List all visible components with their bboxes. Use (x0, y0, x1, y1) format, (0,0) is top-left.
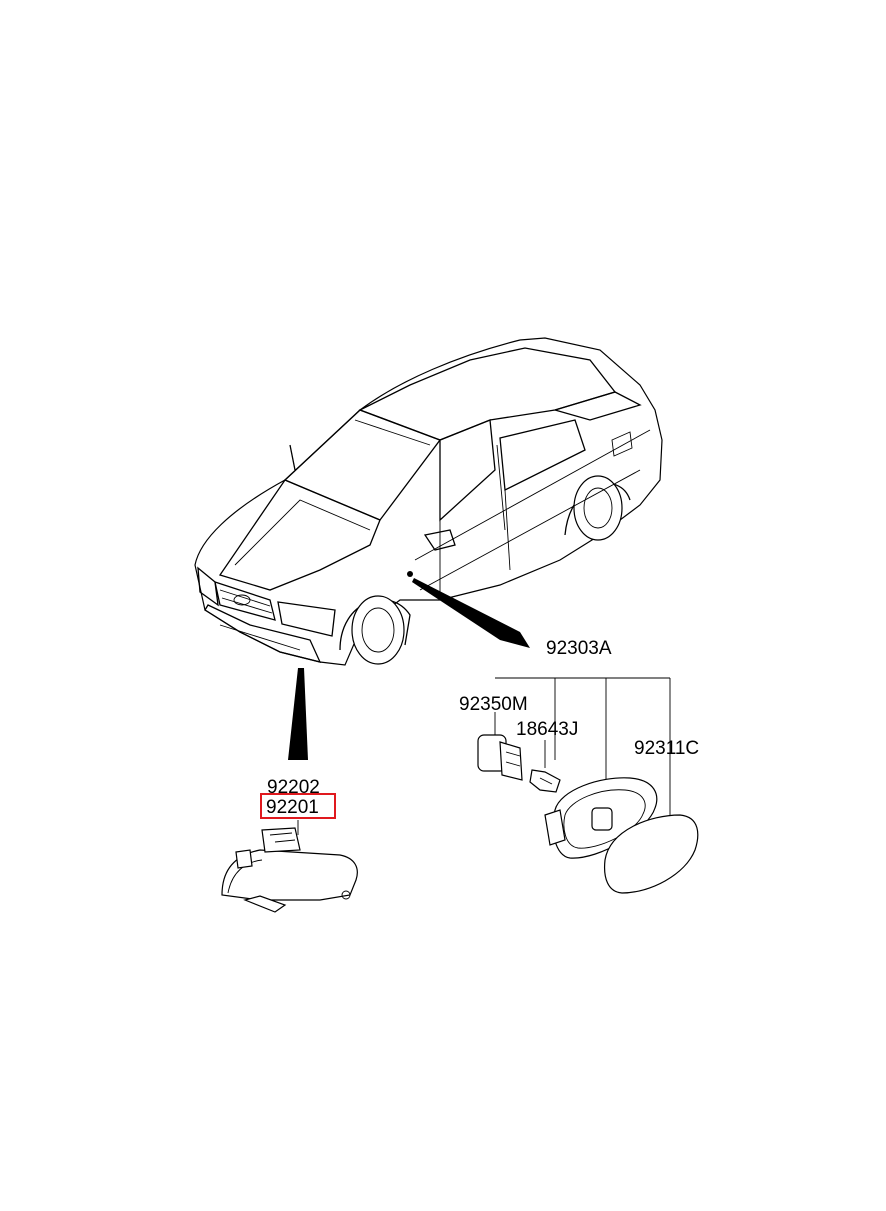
socket-part (477, 734, 523, 781)
fog-lamp-part (221, 827, 358, 913)
fog-lamp-pointer (288, 668, 308, 760)
pointer-arrows (288, 578, 530, 760)
side-marker-housing (544, 777, 658, 859)
bulb-part (529, 769, 561, 793)
callout-92311C: 92311C (634, 738, 699, 759)
callout-92350M: 92350M (459, 694, 528, 715)
callout-92303A: 92303A (546, 638, 612, 659)
car-illustration (194, 337, 663, 666)
callout-92201: 92201 (266, 797, 319, 818)
callout-92202: 92202 (267, 777, 320, 798)
lens-part (603, 814, 699, 894)
highlight-box (260, 793, 336, 819)
side-marker-pointer (412, 578, 530, 648)
callout-18643J: 18643J (516, 719, 578, 740)
